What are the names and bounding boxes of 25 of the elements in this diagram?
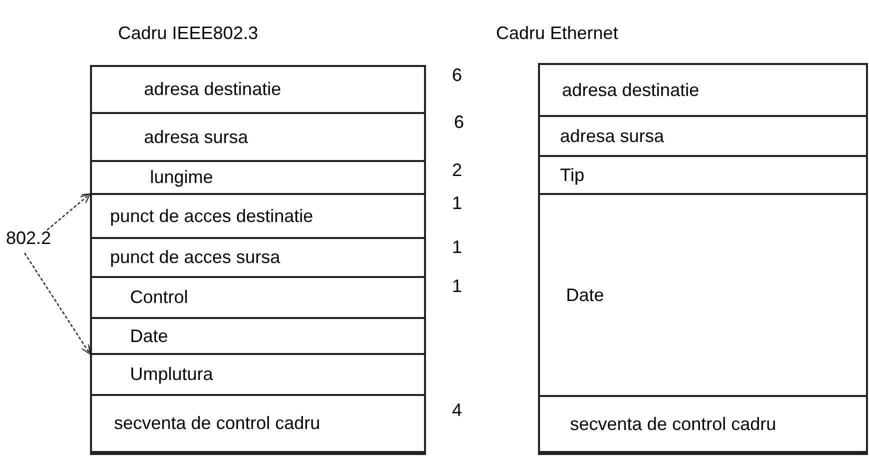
byte-count: 1 — [452, 276, 462, 297]
field-name: Date — [566, 284, 604, 306]
field-name: adresa destinatie — [562, 80, 700, 100]
frame-diagram — [90, 65, 426, 455]
field-name: secventa de control cadru — [114, 413, 320, 434]
field-name: lungime — [150, 167, 214, 188]
field-name: Umplutura — [130, 364, 214, 385]
field-name: adresa sursa — [560, 126, 664, 146]
frame-title: Cadru Ethernet — [496, 23, 618, 44]
field-name: Tip — [560, 164, 584, 186]
field-name: adresa sursa — [144, 126, 248, 148]
field-name: secventa de control cadru — [570, 414, 776, 434]
byte-count: 1 — [452, 237, 462, 258]
field-name: Control — [130, 287, 188, 308]
byte-count: 2 — [452, 160, 462, 181]
frame-diagram — [538, 63, 868, 455]
byte-count: 6 — [452, 65, 462, 86]
field-name: adresa destinatie — [144, 79, 282, 100]
field-name: Date — [130, 326, 168, 346]
field-name: punct de acces destinatie — [110, 206, 314, 226]
byte-count: 6 — [454, 112, 464, 133]
byte-count: 1 — [452, 193, 462, 214]
field-name: punct de acces sursa — [110, 247, 280, 268]
frame-title: Cadru IEEE802.3 — [118, 23, 258, 44]
byte-count: 4 — [452, 400, 462, 421]
